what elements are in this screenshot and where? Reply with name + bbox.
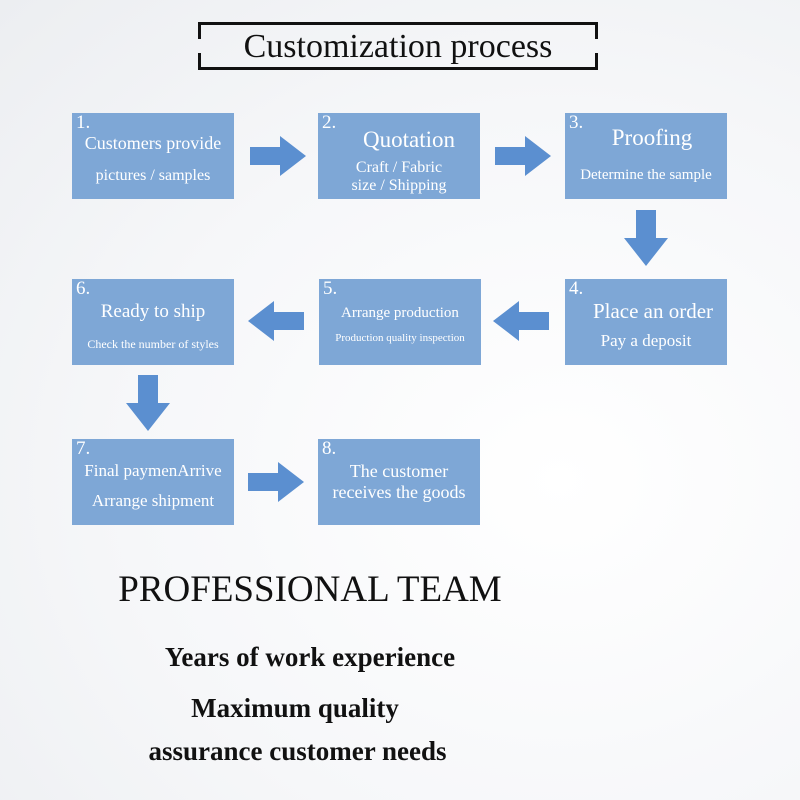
arrow-right-2-to-3 <box>495 136 551 176</box>
professional-line-3: assurance customer needs <box>148 736 447 766</box>
arrow-right-7-to-8 <box>248 462 304 502</box>
step-3-subtitle: Determine the sample <box>580 167 712 183</box>
step-7-subtitle: Arrange shipment <box>91 491 215 510</box>
step-3-title: Proofing <box>611 125 693 150</box>
step-5-subtitle: Production quality inspection <box>335 332 465 344</box>
step-7-title: Final paymenArrive <box>84 461 222 480</box>
arrow-left-4-to-5 <box>493 301 549 341</box>
step-7-number: 7. <box>76 438 91 459</box>
arrow-down-6-to-7 <box>126 375 170 431</box>
step-8-title: The customer <box>349 461 449 481</box>
step-4-number: 4. <box>569 278 584 299</box>
step-1-box: 1. Customers provide pictures / samples <box>72 113 234 199</box>
step-6-title: Ready to ship <box>100 301 206 322</box>
page-title: Customization process <box>243 28 553 65</box>
step-1-number: 1. <box>76 112 91 133</box>
step-2-number: 2. <box>322 112 337 133</box>
step-5-number: 5. <box>323 278 338 299</box>
step-2-box: 2. Quotation Craft / Fabric size / Shipp… <box>318 113 480 199</box>
step-5-box: 5. Arrange production Production quality… <box>319 279 481 365</box>
arrow-left-5-to-6 <box>248 301 304 341</box>
professional-line-1: Years of work experience <box>164 642 456 672</box>
step-3-number: 3. <box>569 112 584 133</box>
arrow-down-3-to-4 <box>624 210 668 266</box>
step-2-title: Quotation <box>363 127 455 152</box>
step-3-box: 3. Proofing Determine the sample <box>565 113 727 199</box>
step-5-title: Arrange production <box>341 305 459 321</box>
step-8-box: 8. The customer receives the goods <box>318 439 480 525</box>
step-2-subtitle: Craft / Fabric <box>355 159 443 176</box>
step-4-subtitle: Pay a deposit <box>600 331 692 350</box>
step-1-title: Customers provide <box>84 133 222 153</box>
step-1-subtitle: pictures / samples <box>95 167 211 184</box>
step-4-box: 4. Place an order Pay a deposit <box>565 279 727 365</box>
step-8-number: 8. <box>322 438 337 459</box>
step-6-box: 6. Ready to ship Check the number of sty… <box>72 279 234 365</box>
step-6-number: 6. <box>76 278 91 299</box>
step-2-subtitle-2: size / Shipping <box>351 177 447 194</box>
professional-heading: PROFESSIONAL TEAM <box>118 569 502 610</box>
step-8-subtitle: receives the goods <box>332 482 466 502</box>
step-4-title: Place an order <box>592 299 714 323</box>
title-frame: Customization process <box>198 22 598 70</box>
arrow-right-1-to-2 <box>250 136 306 176</box>
professional-line-2: Maximum quality <box>191 693 399 723</box>
step-7-box: 7. Final paymenArrive Arrange shipment <box>72 439 234 525</box>
step-6-subtitle: Check the number of styles <box>87 337 219 351</box>
